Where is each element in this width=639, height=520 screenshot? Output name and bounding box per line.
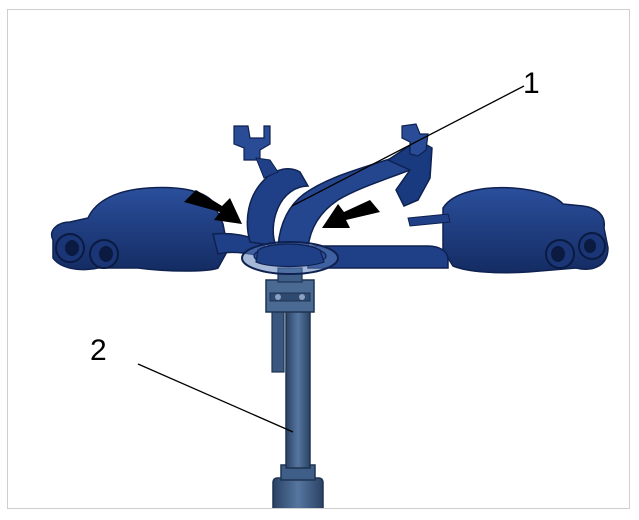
right-hanger xyxy=(407,213,451,227)
left-tailpipe-inner xyxy=(65,240,79,256)
jack-bolt xyxy=(275,294,281,300)
leader-line-2 xyxy=(137,363,294,433)
arrow-right xyxy=(322,200,380,228)
right-front-bracket xyxy=(401,123,429,157)
leader-line-1 xyxy=(291,85,525,207)
diagram-frame xyxy=(7,9,630,509)
callout-1: 1 xyxy=(523,67,540,100)
exhaust-system xyxy=(51,123,609,275)
jack-base xyxy=(272,477,324,508)
left-front-bracket xyxy=(233,125,271,161)
left-tailpipe-inner xyxy=(99,246,113,262)
jack-bolt xyxy=(299,294,305,300)
right-tailpipe-inner xyxy=(551,246,565,262)
exhaust-diagram xyxy=(51,85,609,508)
front-pipe-left xyxy=(246,167,310,247)
right-connecting-pipe xyxy=(307,245,449,269)
center-pipe-junction xyxy=(255,243,325,268)
arrow-left xyxy=(184,190,242,224)
jack-column xyxy=(285,309,311,469)
front-pipe-right xyxy=(277,155,412,249)
right-tailpipe-inner xyxy=(584,239,596,253)
left-front-stub xyxy=(255,157,279,179)
transmission-jack xyxy=(265,267,324,508)
jack-head-plate xyxy=(269,292,311,302)
right-muffler xyxy=(442,186,609,274)
jack-column-left xyxy=(271,309,285,373)
callout-2: 2 xyxy=(90,334,107,367)
